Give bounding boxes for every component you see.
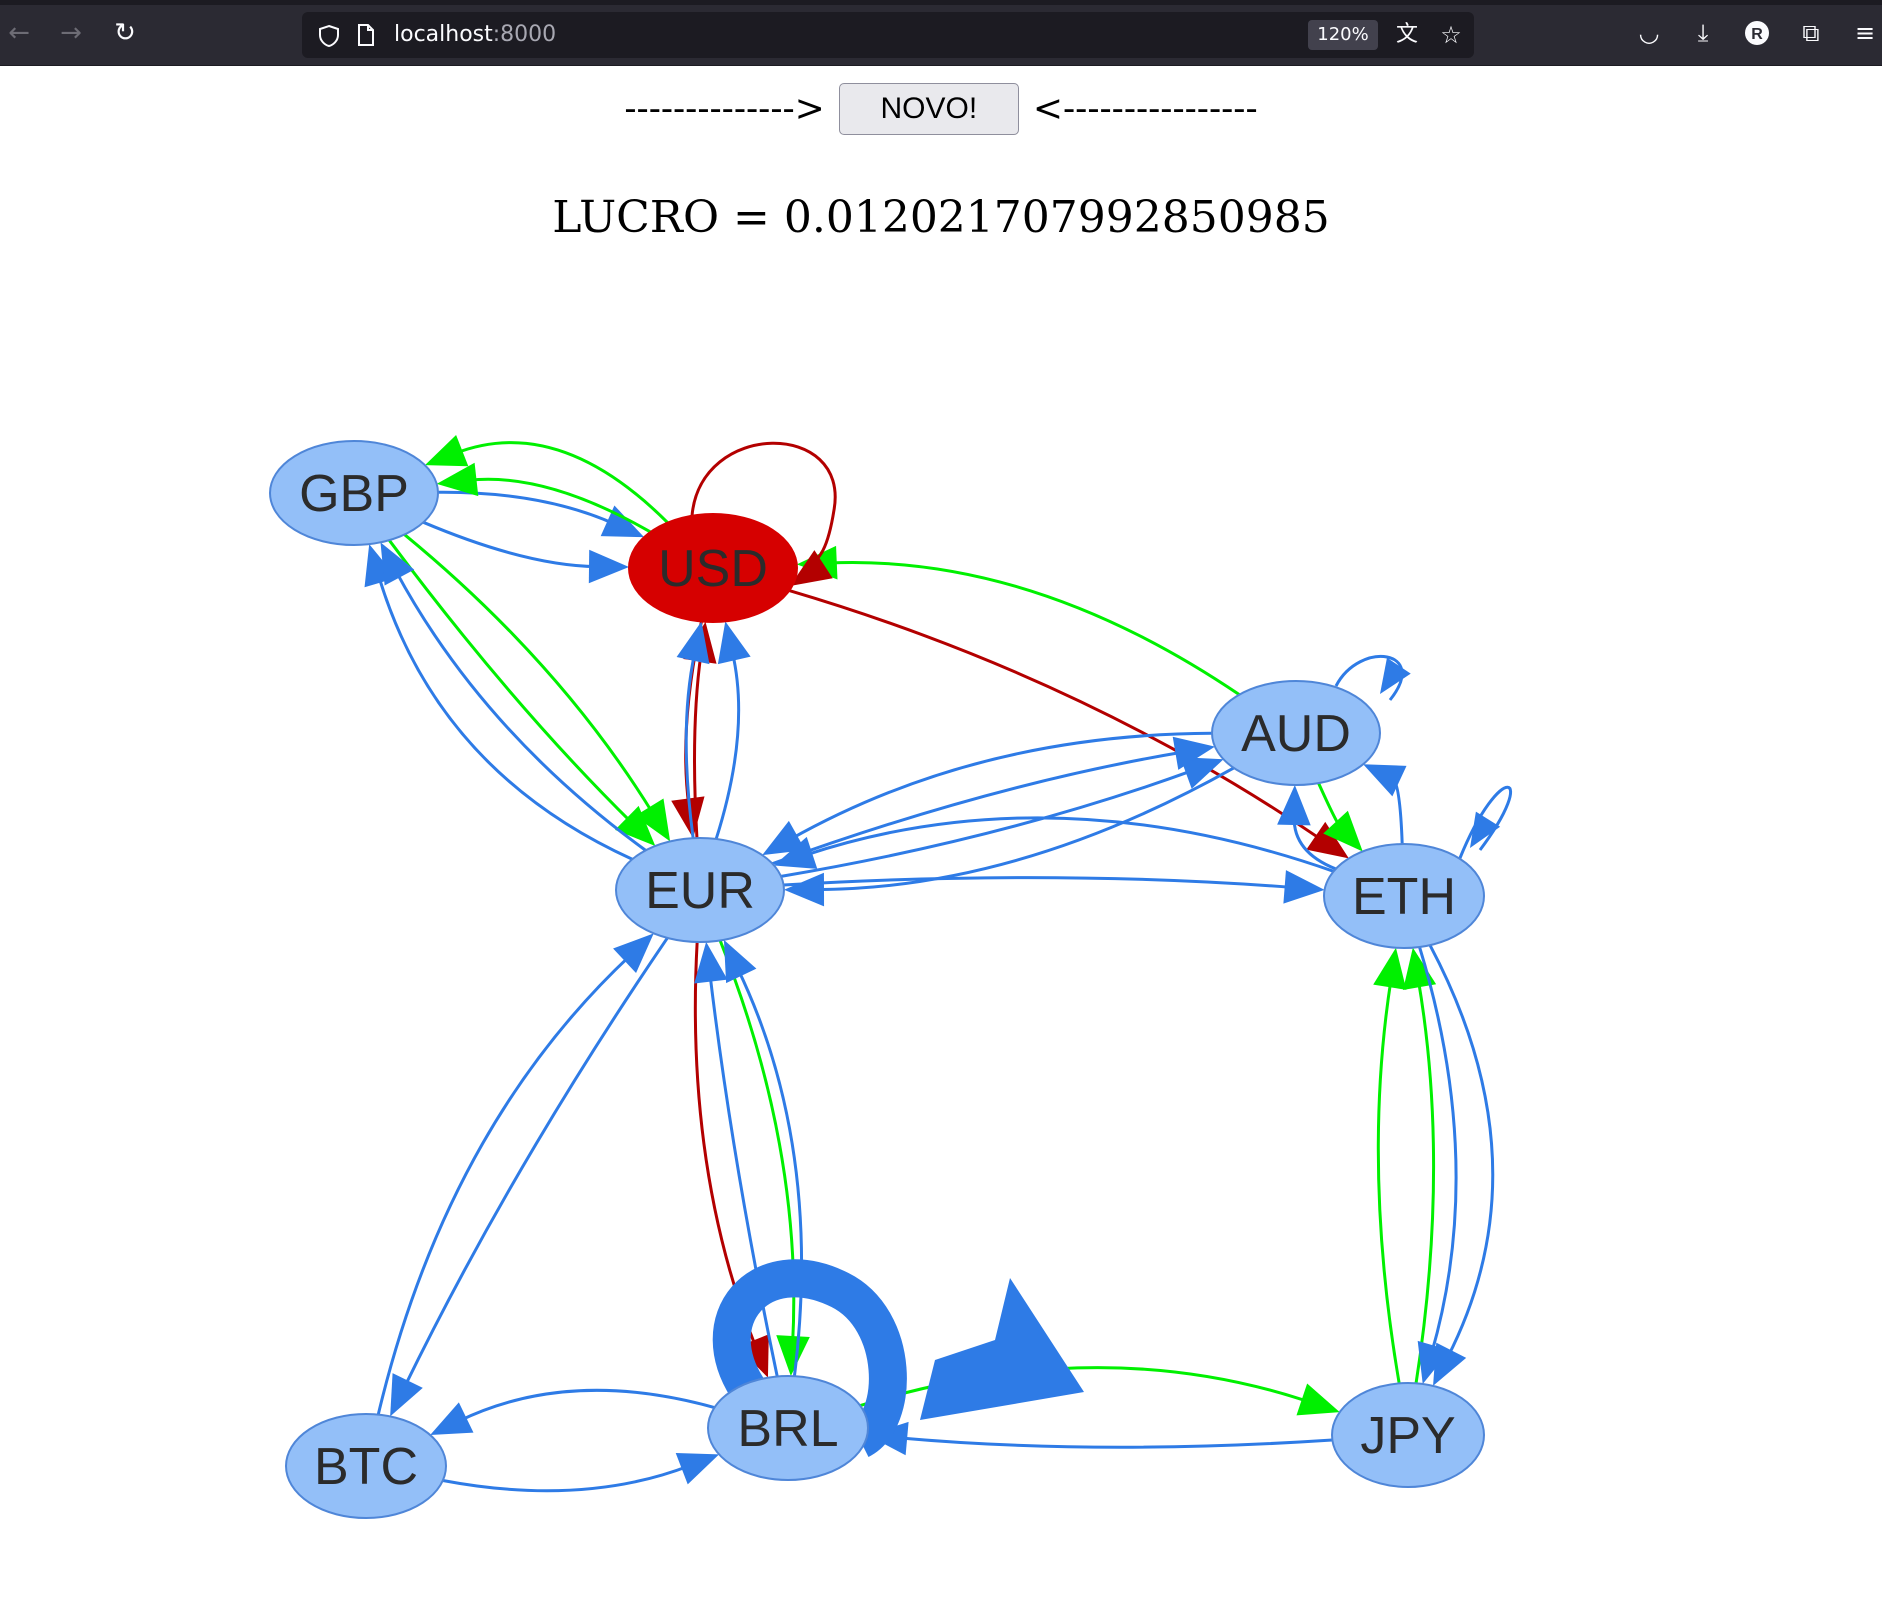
- node-eur[interactable]: EUR: [615, 837, 785, 943]
- node-brl-ellipse: [707, 1375, 869, 1481]
- node-aud[interactable]: AUD: [1211, 680, 1381, 786]
- graph-nodes: GBP USD AUD EUR ETH BTC BRL JPY: [269, 440, 1485, 1519]
- page-content: --------------> NOVO! <---------------- LU…: [0, 66, 1882, 1597]
- zoom-level-badge[interactable]: 120%: [1308, 20, 1378, 50]
- extensions-icon[interactable]: ⧉: [1802, 19, 1820, 47]
- node-gbp-ellipse: [269, 440, 439, 546]
- node-jpy-label: JPY: [1360, 1407, 1455, 1465]
- shield-icon: [319, 24, 339, 48]
- browser-toolbar: ← → ↻ localhost:8000 120% 文 ☆ ◡ ⤓ R ⧉ ≡: [0, 0, 1882, 66]
- url-text: localhost:8000: [394, 22, 556, 47]
- node-usd-ellipse: [628, 513, 798, 623]
- node-gbp[interactable]: GBP: [269, 440, 439, 546]
- node-btc-label: BTC: [314, 1438, 418, 1496]
- url-port: :8000: [492, 22, 557, 47]
- node-brl-label: BRL: [737, 1400, 838, 1458]
- node-brl[interactable]: BRL: [707, 1375, 869, 1481]
- node-eur-ellipse: [615, 837, 785, 943]
- reload-icon[interactable]: ↻: [114, 18, 136, 48]
- novo-button[interactable]: NOVO!: [838, 83, 1019, 135]
- right-arrow-text: <----------------: [1032, 88, 1258, 130]
- page-icon: [358, 24, 374, 46]
- pocket-icon[interactable]: ◡: [1638, 19, 1660, 47]
- node-aud-ellipse: [1211, 680, 1381, 786]
- translate-icon[interactable]: 文: [1395, 22, 1418, 47]
- controls-row: --------------> NOVO! <----------------: [0, 83, 1882, 135]
- tab-strip: [0, 0, 1882, 5]
- account-avatar-icon[interactable]: R: [1742, 18, 1772, 48]
- node-gbp-label: GBP: [299, 465, 409, 523]
- node-btc[interactable]: BTC: [285, 1413, 447, 1519]
- back-arrow-icon[interactable]: ←: [8, 18, 30, 48]
- node-eur-label: EUR: [645, 862, 755, 920]
- node-eth-ellipse: [1323, 843, 1485, 949]
- url-host: localhost: [394, 22, 493, 47]
- forward-arrow-icon[interactable]: →: [60, 18, 82, 48]
- node-eth-label: ETH: [1352, 868, 1456, 926]
- bookmark-star-icon[interactable]: ☆: [1440, 21, 1462, 49]
- menu-icon[interactable]: ≡: [1854, 19, 1876, 47]
- node-usd[interactable]: USD: [628, 513, 798, 623]
- node-eth[interactable]: ETH: [1323, 843, 1485, 949]
- node-jpy[interactable]: JPY: [1331, 1382, 1485, 1488]
- left-arrow-text: -------------->: [624, 88, 825, 130]
- node-usd-label: USD: [658, 540, 768, 598]
- svg-text:R: R: [1751, 26, 1763, 43]
- download-icon[interactable]: ⤓: [1697, 19, 1709, 47]
- profit-label: LUCRO = 0.012021707992850985: [552, 192, 1330, 243]
- node-jpy-ellipse: [1331, 1382, 1485, 1488]
- address-bar[interactable]: localhost:8000 120% 文 ☆: [302, 12, 1474, 58]
- node-btc-ellipse: [285, 1413, 447, 1519]
- node-aud-label: AUD: [1241, 705, 1351, 763]
